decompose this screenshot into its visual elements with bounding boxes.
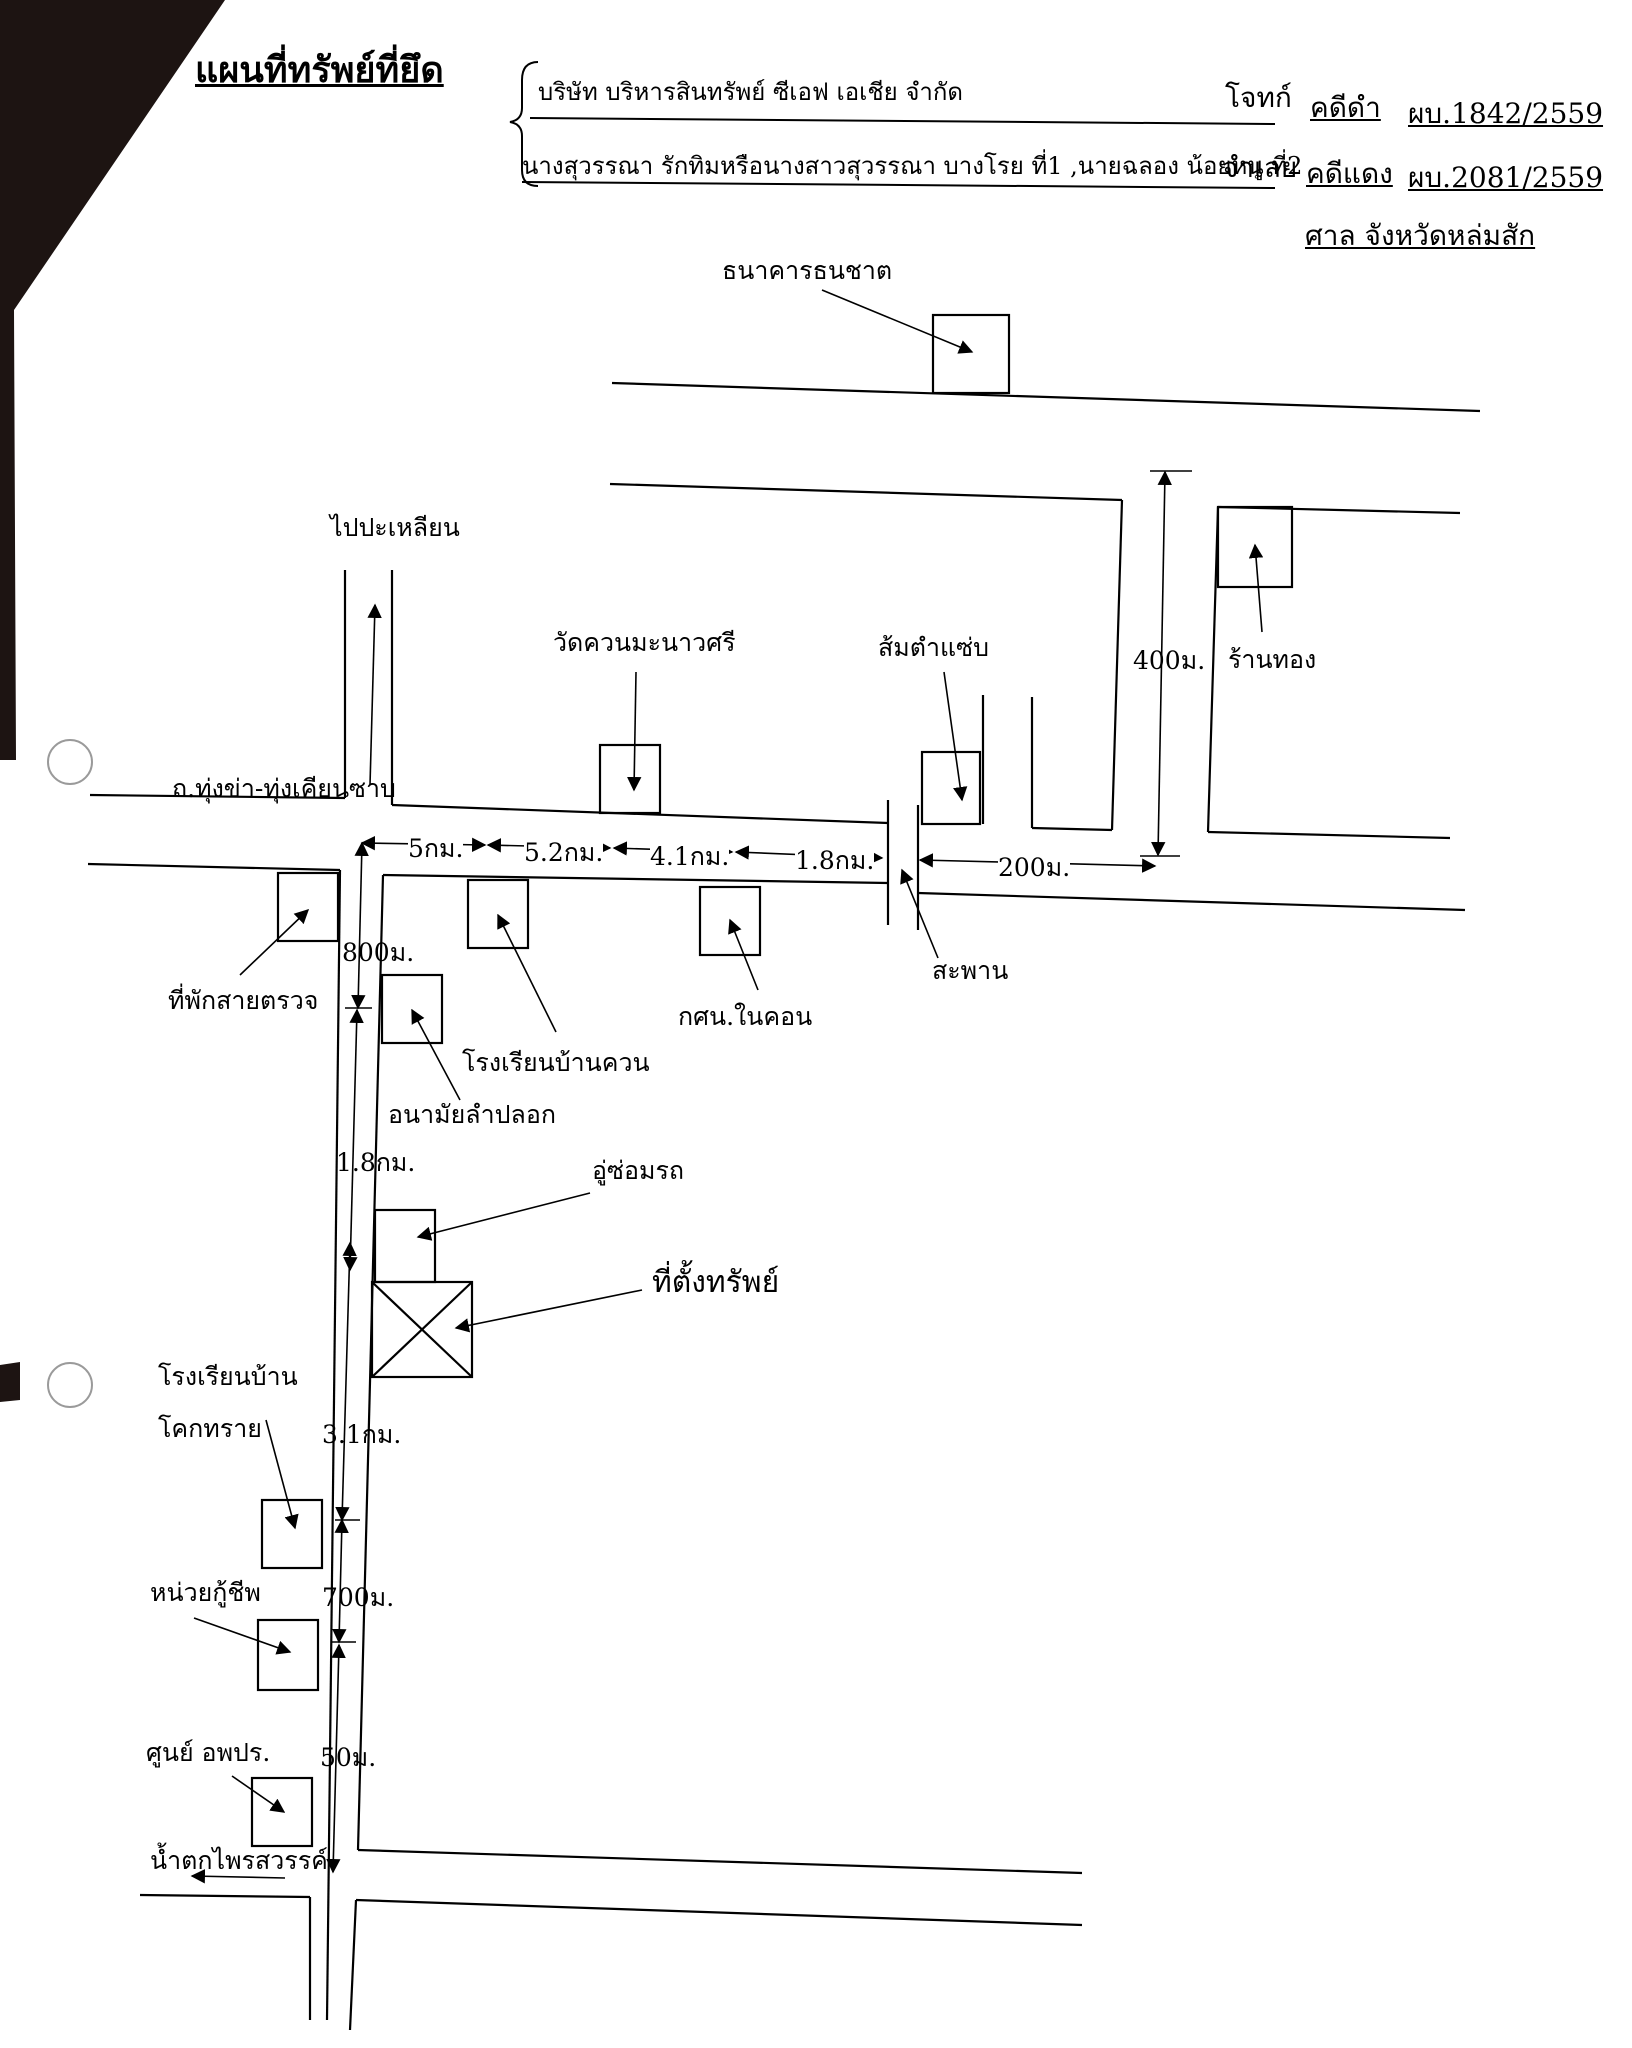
ns-road-east-edge	[356, 874, 385, 1851]
health-center-label: อนามัยลำปลอก	[388, 1100, 556, 1129]
nfe-arrow	[728, 918, 759, 991]
bank-building	[931, 313, 1011, 395]
distance-4-1-label: 4.1กม.	[650, 842, 730, 871]
map-title: แผนที่ทรัพย์ที่ยึด	[195, 49, 444, 91]
main-road-east-edge	[917, 891, 1466, 912]
distance-700-label: 700ม.	[322, 1583, 395, 1612]
distance-400-label: 400ม.	[1133, 646, 1206, 675]
red-case-label: คดีแดง	[1306, 157, 1393, 190]
school-khok-label-line2: โคกทราย	[158, 1414, 262, 1443]
gold-shop-label: ร้านทอง	[1228, 645, 1317, 674]
temple-building	[598, 743, 662, 815]
property-plot	[370, 1280, 474, 1379]
somtam-arrow	[943, 671, 968, 802]
dim-31	[335, 1241, 357, 1522]
health-center-building	[380, 973, 444, 1045]
bank-label: ธนาคารธนชาต	[722, 256, 893, 285]
health-arrow	[411, 1008, 461, 1101]
plaintiff-role: โจทก์	[1225, 81, 1292, 114]
garage-arrow	[416, 1192, 591, 1241]
distance-1-8-south-label: 1.8กม.	[336, 1148, 416, 1177]
school-khok-arrow	[265, 1419, 299, 1530]
main-road-north-edge	[89, 793, 346, 800]
dim-50	[326, 1643, 346, 1874]
road-side-1	[1110, 499, 1124, 831]
opor-arrow	[231, 1775, 286, 1813]
distance-3-1-label: 3.1กม.	[322, 1420, 402, 1449]
school-khok-label-line1: โรงเรียนบ้าน	[158, 1362, 298, 1391]
checkpoint-label: ที่พักสายตรวจ	[168, 986, 319, 1015]
temple-arrow	[627, 671, 642, 792]
road-top-2	[609, 482, 1123, 502]
school-khuan-arrow	[497, 913, 557, 1033]
garage-building	[373, 1208, 437, 1284]
waterfall-arrow	[190, 1869, 286, 1884]
property-location-label: ที่ตั้งทรัพย์	[652, 1265, 780, 1300]
road-right-bottom	[1207, 830, 1451, 840]
main-road-south-edge	[87, 862, 341, 872]
property-arrow	[454, 1289, 643, 1333]
black-case-number: ผบ.1842/2559	[1408, 97, 1604, 130]
dim-800	[351, 841, 369, 1010]
distance-5-2-label: 5.2กม.	[524, 838, 604, 867]
bridge-arrow	[900, 868, 939, 959]
garage-label: อู่ซ่อมรถ	[592, 1156, 685, 1185]
checkpoint-building	[276, 871, 340, 943]
palian-arrow	[367, 603, 382, 786]
dim-18b	[343, 1008, 364, 1272]
defendant-names: นางสุวรรณา รักทิมหรือนางสาวสุวรรณา บางโร…	[522, 152, 1303, 180]
distance-800-label: 800ม.	[342, 938, 415, 967]
nfe-center-label: กศน.ในคอน	[678, 1002, 813, 1031]
road-name-label: ถ.ทุ่งข่า-ทุ่งเคียนซาบ	[172, 774, 396, 803]
waterfall-label: น้ำตกไพรสวรรค์	[150, 1846, 328, 1875]
dim-400	[1151, 470, 1172, 857]
to-palian-label: ไปปะเหลียน	[330, 513, 460, 542]
temple-label: วัดควนมะนาวศรี	[553, 628, 736, 657]
somtam-building	[920, 750, 982, 826]
gold-shop-building	[1216, 505, 1294, 589]
checkpoint-arrow	[239, 909, 310, 976]
bridge-label: สะพาน	[932, 956, 1009, 985]
distance-1-8-east-label: 1.8กม.	[795, 846, 875, 875]
school-khuan-label: โรงเรียนบ้านควน	[462, 1048, 650, 1077]
distance-200-label: 200ม.	[998, 853, 1071, 882]
opor-building	[250, 1776, 314, 1848]
court-name: ศาล จังหวัดหล่มสัก	[1305, 219, 1536, 252]
gold-shop-arrow	[1248, 543, 1264, 633]
plaintiff-name: บริษัท บริหารสินทรัพย์ ซีเอฟ เอเชีย จำกั…	[538, 78, 963, 106]
rescue-unit-building	[256, 1618, 320, 1692]
nfe-building	[698, 885, 762, 957]
main-road-south-edge-2	[382, 873, 889, 885]
bank-arrow	[821, 289, 974, 354]
road-side-3	[1031, 826, 1113, 832]
school-khuan-building	[466, 878, 530, 950]
distance-50-label: 50ม.	[320, 1743, 377, 1772]
school-khok-building	[260, 1498, 324, 1570]
road-top-1	[611, 381, 1481, 413]
dim-700	[332, 1518, 349, 1644]
distance-5-label: 5กม.	[408, 834, 464, 863]
black-case-label: คดีดำ	[1310, 91, 1381, 124]
rescue-unit-label: หน่วยกู้ชีพ	[150, 1578, 261, 1607]
road-right-vertical	[1206, 506, 1220, 833]
defendant-role: จำเลย	[1222, 151, 1298, 184]
somtam-label: ส้มตำแซ่บ	[878, 633, 989, 662]
rescue-arrow	[193, 1617, 292, 1655]
opor-center-label: ศูนย์ อพปร.	[146, 1738, 271, 1767]
red-case-number: ผบ.2081/2559	[1408, 161, 1604, 194]
